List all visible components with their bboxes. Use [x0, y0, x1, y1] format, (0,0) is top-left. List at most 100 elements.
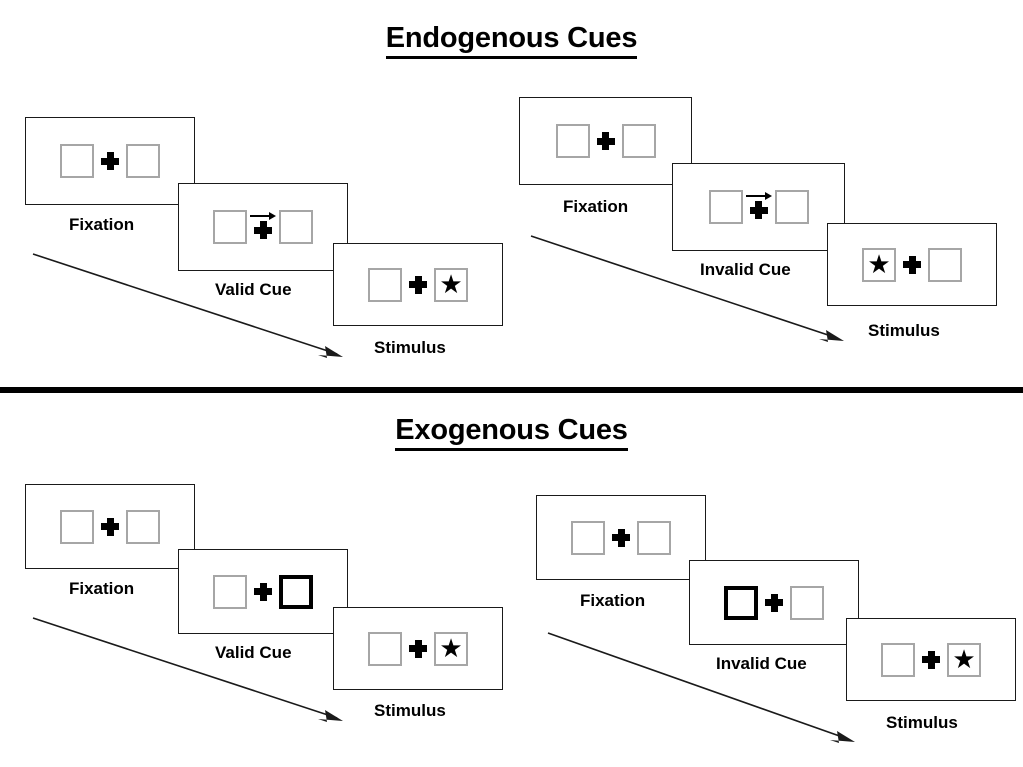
star-icon: ★	[867, 249, 891, 279]
panel-content	[724, 585, 824, 620]
panel-content: ★	[368, 267, 468, 302]
section-title-exogenous: Exogenous Cues	[0, 414, 1023, 451]
fixation-cross	[758, 586, 790, 620]
plus-icon	[101, 517, 119, 536]
arrow-head	[764, 191, 772, 200]
stimulus-box-right	[279, 210, 313, 244]
stimulus-box-left	[368, 631, 402, 666]
panel-content: ★	[368, 631, 468, 666]
section-title-endogenous-text: Endogenous Cues	[385, 22, 637, 59]
caption-endogenous-invalid-stimulus: Stimulus	[868, 321, 940, 340]
flow-arrow-exogenous-invalid	[547, 632, 855, 743]
stimulus-box-left	[60, 144, 94, 178]
plus-icon	[254, 221, 272, 240]
caption-endogenous-valid-stimulus: Stimulus	[374, 338, 446, 357]
panel-endogenous-valid-fixation	[25, 117, 195, 205]
panel-content	[555, 124, 656, 158]
arrow-head	[269, 211, 276, 220]
fixation-cross	[94, 510, 126, 544]
star-icon: ★	[439, 633, 463, 663]
fixation-cross	[402, 632, 434, 666]
panel-content	[60, 144, 160, 178]
stimulus-box-right	[637, 520, 671, 555]
stimulus-box-left	[571, 520, 605, 555]
panel-content	[60, 509, 160, 544]
plus-icon	[101, 152, 119, 170]
plus-icon	[409, 275, 427, 294]
stimulus-box-right: ★	[434, 267, 468, 302]
plus-icon	[765, 593, 783, 612]
plus-icon	[409, 639, 427, 658]
stimulus-box-left: ★	[862, 247, 896, 282]
stimulus-box-right	[928, 247, 962, 282]
panel-content	[213, 210, 313, 244]
panel-content: ★	[862, 247, 962, 282]
stimulus-box-right	[790, 585, 824, 620]
caption-endogenous-invalid-fixation: Fixation	[563, 197, 629, 216]
panel-endogenous-invalid-fixation	[519, 97, 692, 185]
caption-endogenous-valid-cue: Valid Cue	[215, 280, 292, 299]
plus-icon	[922, 650, 940, 669]
stimulus-box-left-cued	[724, 585, 758, 620]
panel-content	[708, 190, 809, 224]
star-icon: ★	[439, 269, 463, 299]
star-icon: ★	[952, 644, 976, 674]
panel-endogenous-invalid-cue	[672, 163, 845, 251]
stimulus-box-right	[126, 509, 160, 544]
stimulus-box-right	[126, 144, 160, 178]
panel-exogenous-valid-fixation	[25, 484, 195, 569]
caption-endogenous-valid-fixation: Fixation	[69, 215, 135, 234]
stimulus-box-right	[621, 124, 656, 158]
panel-endogenous-valid-stimulus: ★	[333, 243, 503, 326]
panel-content	[571, 520, 671, 555]
panel-exogenous-valid-stimulus: ★	[333, 607, 503, 690]
stimulus-box-right	[774, 190, 809, 224]
fixation-cross-with-arrow-cue	[247, 210, 279, 244]
fixation-cross	[896, 248, 928, 282]
fixation-cross-with-arrow-cue	[743, 190, 775, 224]
stimulus-box-right: ★	[947, 642, 981, 677]
plus-icon	[596, 132, 615, 150]
panel-endogenous-valid-cue	[178, 183, 348, 271]
fixation-cross	[915, 643, 947, 677]
caption-endogenous-invalid-cue: Invalid Cue	[700, 260, 791, 279]
section-divider	[0, 387, 1023, 393]
fixation-cross	[402, 268, 434, 302]
panel-exogenous-valid-cue	[178, 549, 348, 634]
section-title-endogenous: Endogenous Cues	[0, 22, 1023, 59]
plus-icon	[749, 201, 768, 220]
caption-exogenous-valid-stimulus: Stimulus	[374, 701, 446, 720]
caption-exogenous-valid-fixation: Fixation	[69, 579, 135, 598]
stimulus-box-right-cued	[279, 574, 313, 609]
stimulus-box-left	[213, 574, 247, 609]
caption-exogenous-invalid-cue: Invalid Cue	[716, 654, 807, 673]
panel-exogenous-invalid-cue	[689, 560, 859, 645]
stimulus-box-left	[60, 509, 94, 544]
panel-content: ★	[881, 642, 981, 677]
panel-exogenous-invalid-fixation	[536, 495, 706, 580]
stimulus-box-left	[555, 124, 590, 158]
fixation-cross	[247, 575, 279, 609]
arrow-shaft	[250, 215, 271, 217]
caption-exogenous-valid-cue: Valid Cue	[215, 643, 292, 662]
plus-icon	[903, 255, 921, 274]
plus-icon	[254, 582, 272, 601]
stimulus-box-left	[213, 210, 247, 244]
arrow-shaft	[745, 195, 767, 197]
panel-endogenous-invalid-stimulus: ★	[827, 223, 997, 306]
caption-exogenous-invalid-stimulus: Stimulus	[886, 713, 958, 732]
stimulus-box-left	[708, 190, 743, 224]
panel-content	[213, 574, 313, 609]
fixation-cross	[590, 124, 622, 158]
fixation-cross	[605, 521, 637, 555]
stimulus-box-left	[368, 267, 402, 302]
section-title-exogenous-text: Exogenous Cues	[395, 414, 628, 451]
arrow-right-cue-icon	[250, 211, 276, 220]
stimulus-box-left	[881, 642, 915, 677]
stimulus-box-right: ★	[434, 631, 468, 666]
arrow-right-cue-icon	[745, 191, 772, 200]
caption-exogenous-invalid-fixation: Fixation	[580, 591, 646, 610]
panel-exogenous-invalid-stimulus: ★	[846, 618, 1016, 701]
plus-icon	[612, 528, 630, 547]
fixation-cross	[94, 144, 126, 178]
